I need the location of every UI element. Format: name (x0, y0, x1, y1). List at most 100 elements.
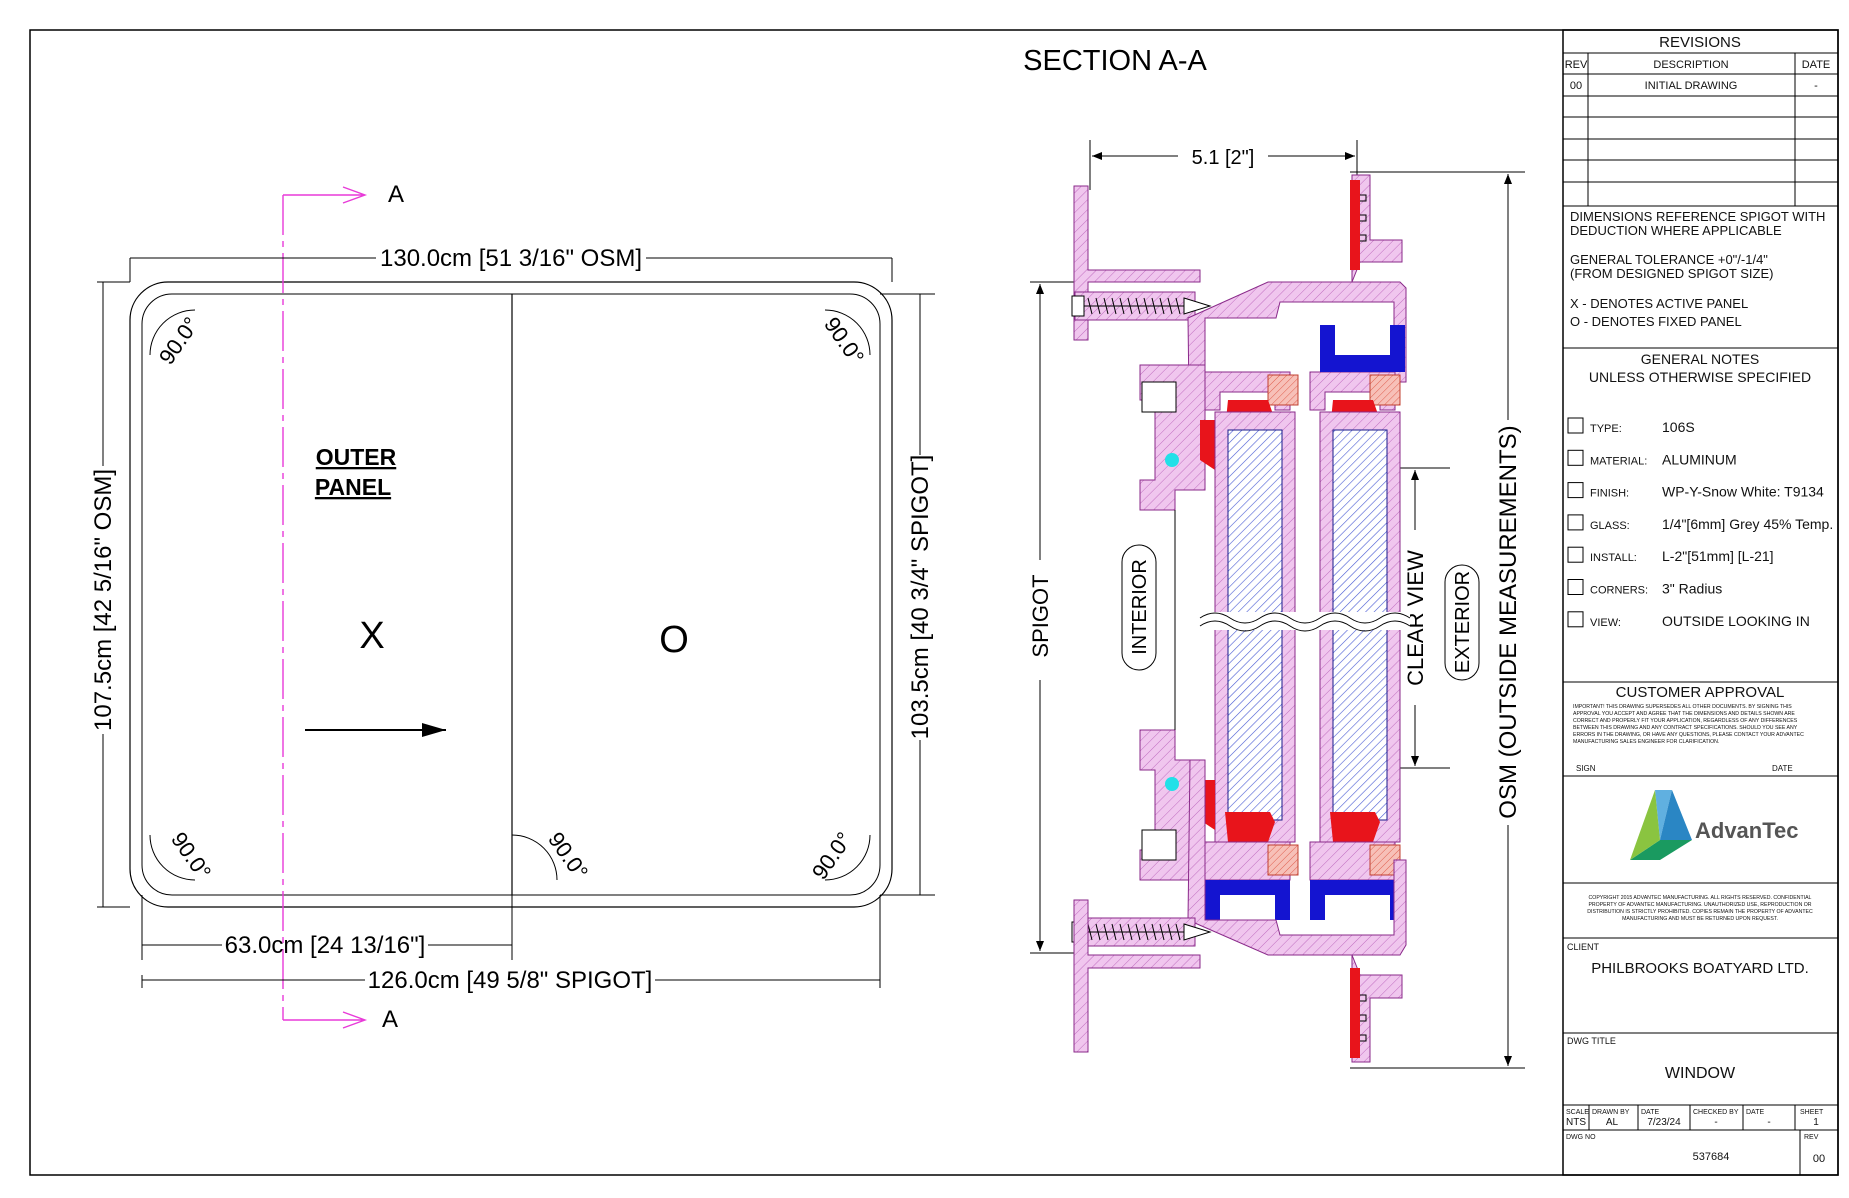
corner-angle-bl: 90.0° (166, 827, 216, 884)
rev-col-description: DESCRIPTION (1653, 59, 1728, 71)
copyright-line: MANUFACTURING AND MUST BE RETURNED UPON … (1622, 916, 1778, 922)
client-name: PHILBROOKS BOATYARD LTD. (1591, 960, 1809, 977)
spec-label: INSTALL: (1590, 552, 1637, 564)
spec-checkbox[interactable] (1567, 482, 1584, 499)
corner-arc-br (824, 834, 871, 881)
dwg-no-label: DWG NO (1566, 1134, 1596, 1141)
corner-angle-mid: 90.0° (543, 827, 593, 884)
spec-label: GLASS: (1590, 520, 1630, 532)
fine-print-line: IMPORTANT! THIS DRAWING SUPERSEDES ALL O… (1573, 704, 1792, 710)
spec-label: FINISH: (1590, 488, 1629, 500)
active-panel-mark: X (359, 615, 384, 657)
spec-value: 106S (1662, 419, 1695, 435)
note-line-5: X - DENOTES ACTIVE PANEL (1570, 296, 1748, 311)
corner-arc-tl (149, 309, 196, 356)
upper-seal (1165, 453, 1179, 467)
rev-col-date: DATE (1802, 59, 1831, 71)
rev-value: 00 (1813, 1153, 1825, 1165)
note-line-1: DIMENSIONS REFERENCE SPIGOT WITH (1570, 209, 1825, 224)
note-line-6: O - DENOTES FIXED PANEL (1570, 314, 1742, 329)
approval-date-label: DATE (1772, 764, 1793, 773)
bottom-trim (1073, 899, 1201, 1053)
spec-checkbox[interactable] (1567, 449, 1584, 466)
rev-label: REV (1804, 1134, 1819, 1141)
drawn-by-label: DRAWN BY (1592, 1109, 1630, 1116)
lower-gasket-left (1225, 812, 1275, 842)
exterior-pill (1444, 564, 1480, 681)
revisions-header: REVISIONS (1659, 34, 1741, 51)
lower-track-left (1205, 880, 1290, 920)
spec-label: CORNERS: (1590, 585, 1648, 597)
section-view: SECTION A-A 5.1 [2"] SPIGOT OSM (OUTSIDE… (1023, 45, 1525, 1069)
sheet-value: 1 (1813, 1117, 1819, 1128)
spec-checkbox[interactable] (1567, 514, 1584, 531)
drawn-by-value: AL (1606, 1117, 1619, 1128)
lower-seal (1165, 777, 1179, 791)
customer-approval-title: CUSTOMER APPROVAL (1616, 684, 1785, 701)
dim-osm-width: 130.0cm [51 3/16" OSM] (380, 245, 642, 272)
spigot-outline (141, 293, 881, 896)
exterior-sill-gasket (1350, 968, 1360, 1058)
dim-spigot-width: 126.0cm [49 5/8" SPIGOT] (368, 967, 653, 994)
fine-print-line: ERRORS IN THE DRAWING, OR HAVE ANY QUEST… (1573, 732, 1804, 738)
outer-panel-line2: PANEL (315, 474, 391, 500)
frame-sill (1187, 759, 1407, 956)
exterior-head-fin (1351, 174, 1403, 283)
section-interior-label: INTERIOR (1129, 559, 1151, 655)
scale-label: SCALE (1566, 1109, 1589, 1116)
section-marker-bottom: A (382, 1006, 398, 1033)
corner-arc-bl (149, 834, 196, 881)
client-label: CLIENT (1567, 942, 1600, 952)
general-notes-title: GENERAL NOTES (1641, 351, 1760, 367)
interior-pill (1121, 544, 1157, 671)
exterior-head-gasket (1350, 180, 1360, 270)
spec-checkbox[interactable] (1567, 611, 1584, 628)
outer-panel-line1: OUTER (316, 444, 397, 470)
date2-value: - (1767, 1117, 1770, 1128)
sheet-border (29, 29, 1839, 1176)
corner-angle-br: 90.0° (807, 827, 857, 884)
scale-value: NTS (1566, 1117, 1586, 1128)
top-trim (1073, 185, 1201, 341)
fixed-panel-mark: O (659, 619, 689, 661)
rev-col-rev: REV (1565, 59, 1588, 71)
dwg-no-value: 537684 (1693, 1151, 1730, 1163)
title-block: REVISIONS REV DESCRIPTION DATE 00 INITIA… (1562, 29, 1839, 1176)
rev-row-date: - (1814, 80, 1818, 92)
spec-label: VIEW: (1590, 617, 1621, 629)
fine-print-line: CORRECT AND PROPERLY FIT YOUR APPLICATIO… (1573, 718, 1798, 724)
section-title: SECTION A-A (1023, 45, 1207, 77)
copyright-notice: COPYRIGHT 2015 ADVANTEC MANUFACTURING. A… (1587, 895, 1813, 922)
general-notes-subtitle: UNLESS OTHERWISE SPECIFIED (1589, 369, 1811, 385)
rev-row-description: INITIAL DRAWING (1645, 80, 1738, 92)
sheet-label: SHEET (1800, 1109, 1824, 1116)
fine-print-line: MANUFACTURING SALES ENGINEER FOR CLARIFI… (1573, 739, 1719, 745)
date-label: DATE (1641, 1109, 1659, 1116)
upper-track (1320, 325, 1405, 372)
spec-checkbox[interactable] (1567, 417, 1584, 434)
fine-print-line: BETWEEN THIS DRAWING AND ANY CONTRACT SP… (1573, 725, 1798, 731)
copyright-line: PROPERTY OF ADVANTEC MANUFACTURING. UNAU… (1588, 902, 1811, 908)
dwg-title-value: WINDOW (1665, 1065, 1736, 1082)
dwg-title-label: DWG TITLE (1567, 1036, 1616, 1046)
section-spigot-label: SPIGOT (1028, 574, 1053, 657)
dim-osm-height: 107.5cm [42 5/16" OSM] (90, 469, 117, 731)
spec-label: MATERIAL: (1590, 455, 1647, 467)
approval-fine-print: IMPORTANT! THIS DRAWING SUPERSEDES ALL O… (1573, 704, 1804, 745)
date2-label: DATE (1746, 1109, 1764, 1116)
spec-value: 3" Radius (1662, 581, 1722, 597)
rev-row-rev: 00 (1570, 80, 1582, 92)
note-line-4: (FROM DESIGNED SPIGOT SIZE) (1570, 266, 1773, 281)
section-osm-label: OSM (OUTSIDE MEASUREMENTS) (1495, 425, 1522, 818)
approval-sign-label: SIGN (1576, 764, 1596, 773)
spec-checkbox[interactable] (1567, 546, 1584, 563)
checked-by-value: - (1714, 1117, 1717, 1128)
section-marker-top: A (388, 181, 404, 208)
corner-angle-tr: 90.0° (819, 312, 869, 369)
spec-list: TYPE:106SMATERIAL:ALUMINUMFINISH:WP-Y-Sn… (1567, 417, 1833, 629)
spec-checkbox[interactable] (1567, 579, 1584, 595)
lower-track-right (1310, 880, 1405, 920)
copyright-line: DISTRIBUTION IS STRICTLY PROHIBITED. COP… (1587, 909, 1813, 915)
spec-value: WP-Y-Snow White: T9134 (1662, 484, 1824, 500)
